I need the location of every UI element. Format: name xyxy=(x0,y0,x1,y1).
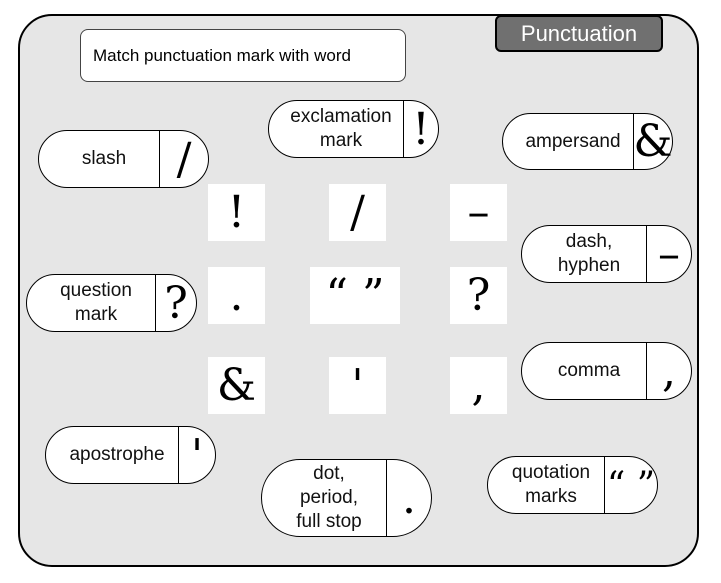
punctuation-tile-quotation[interactable]: “ ” xyxy=(310,267,400,324)
word-label: ampersand xyxy=(525,130,621,152)
punctuation-tile-comma[interactable]: , xyxy=(450,357,507,414)
word-card-apostrophe[interactable]: apostrophe ' xyxy=(45,426,216,484)
word-label: slash xyxy=(81,148,127,170)
word-card-quotation-marks[interactable]: quotation marks “ ” xyxy=(487,456,658,514)
punctuation-slot: . xyxy=(386,460,431,536)
word-label: quotation marks xyxy=(511,462,591,507)
word-label: dash, hyphen xyxy=(557,231,621,276)
punctuation-slot: ? xyxy=(155,275,196,331)
punctuation-slot: ' xyxy=(178,427,215,483)
punctuation-slot: “ ” xyxy=(604,457,657,513)
punctuation-tile-slash[interactable]: / xyxy=(329,184,386,241)
punctuation-slot: / xyxy=(159,131,208,187)
punctuation-slot: – xyxy=(646,226,691,282)
instruction-box: Match punctuation mark with word xyxy=(80,29,406,82)
word-card-exclamation-mark[interactable]: exclamation mark ! xyxy=(268,100,439,158)
word-label: dot, period, full stop xyxy=(296,463,362,532)
punctuation-tile-apostrophe[interactable]: ' xyxy=(329,357,386,414)
word-label: question mark xyxy=(60,280,132,325)
punctuation-tile-dash[interactable]: – xyxy=(450,184,507,241)
word-card-comma[interactable]: comma , xyxy=(521,342,692,400)
word-card-slash[interactable]: slash / xyxy=(38,130,209,188)
punctuation-slot: & xyxy=(633,114,673,169)
word-card-ampersand[interactable]: ampersand & xyxy=(502,113,673,170)
word-card-question-mark[interactable]: question mark ? xyxy=(26,274,197,332)
word-label: exclamation mark xyxy=(290,106,392,151)
punctuation-slot: ! xyxy=(403,101,438,157)
punctuation-tile-question[interactable]: ? xyxy=(450,267,507,324)
word-card-dash-hyphen[interactable]: dash, hyphen – xyxy=(521,225,692,283)
title-tab: Punctuation xyxy=(495,15,663,52)
word-label: apostrophe xyxy=(69,444,165,466)
punctuation-tile-ampersand[interactable]: & xyxy=(208,357,265,414)
punctuation-tile-dot[interactable]: . xyxy=(208,267,265,324)
punctuation-tile-exclamation[interactable]: ! xyxy=(208,184,265,241)
punctuation-slot: , xyxy=(646,343,691,399)
word-label: comma xyxy=(557,360,621,382)
word-card-dot-period-full-stop[interactable]: dot, period, full stop . xyxy=(261,459,432,537)
